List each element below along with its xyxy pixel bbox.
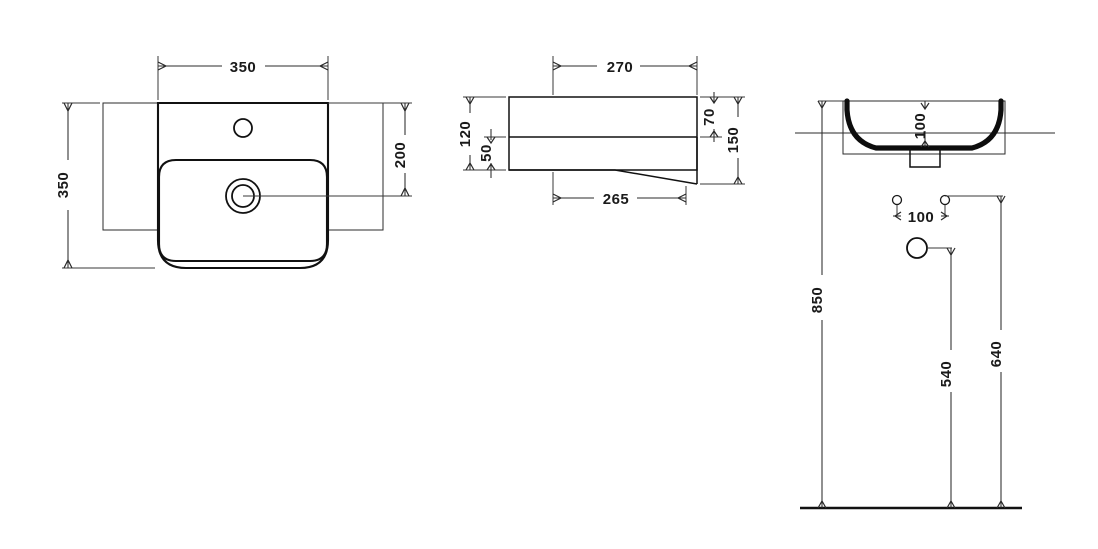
dim-label-side-total-height: 120 bbox=[457, 121, 474, 148]
dim-label-front-bowl-depth: 100 bbox=[912, 113, 929, 140]
side-extension-left bbox=[102, 102, 159, 231]
dim-label-front-waste-height: 540 bbox=[938, 361, 955, 388]
front-elevation-view: 100 100 850 bbox=[795, 98, 1055, 510]
dimension-front-supply-spacing: 100 bbox=[893, 205, 949, 226]
dim-label-side-depth: 270 bbox=[607, 59, 634, 76]
tap-hole-plan bbox=[233, 118, 253, 138]
supply-point-right bbox=[939, 194, 951, 206]
dim-label-top-depth: 350 bbox=[55, 172, 72, 199]
bowl-rim-plan bbox=[157, 158, 329, 263]
dim-label-side-bowl-depth: 50 bbox=[478, 144, 495, 162]
waste-connection-circle bbox=[906, 237, 928, 259]
front-basin-envelope bbox=[842, 100, 1006, 155]
side-extension-right bbox=[327, 102, 384, 231]
dimension-side-underside: 265 bbox=[552, 172, 687, 208]
bowl-wall-profile bbox=[844, 98, 1004, 151]
dimension-top-depth: 350 bbox=[55, 102, 155, 269]
dim-label-front-supply-spacing: 100 bbox=[908, 209, 935, 226]
dimension-front-bowl-depth: 100 bbox=[912, 101, 930, 148]
dimension-side-total-height: 120 bbox=[457, 96, 506, 171]
supply-point-left bbox=[891, 194, 903, 206]
top-view: 350 350 200 bbox=[55, 56, 412, 270]
dim-label-front-rim-height: 850 bbox=[809, 287, 826, 314]
dimension-front-waste-height: 540 bbox=[927, 247, 956, 509]
side-body-outline bbox=[508, 96, 698, 171]
dim-label-top-width: 350 bbox=[230, 59, 257, 76]
dim-label-side-underside: 265 bbox=[603, 191, 630, 208]
dim-label-side-rear-height: 70 bbox=[701, 108, 718, 126]
dim-label-front-supply-height: 640 bbox=[988, 341, 1005, 368]
dimension-front-rim-height: 850 bbox=[809, 100, 843, 509]
dimension-side-rear-height: 70 bbox=[700, 92, 722, 142]
dim-label-side-overall-height: 150 bbox=[725, 127, 742, 154]
dimension-front-supply-height: 640 bbox=[945, 195, 1006, 509]
dimension-side-depth: 270 bbox=[552, 56, 698, 95]
side-sloped-underside bbox=[509, 169, 698, 185]
dimension-side-bowl-depth: 50 bbox=[478, 129, 506, 178]
waste-outlet-spigot bbox=[909, 148, 941, 168]
side-section-view: 270 120 50 bbox=[457, 56, 745, 208]
dimension-top-width: 350 bbox=[157, 56, 329, 100]
dim-label-top-bowl-offset: 200 bbox=[392, 142, 409, 169]
dimension-top-bowl-offset: 200 bbox=[243, 102, 412, 197]
dimension-side-overall-height: 150 bbox=[700, 96, 745, 185]
